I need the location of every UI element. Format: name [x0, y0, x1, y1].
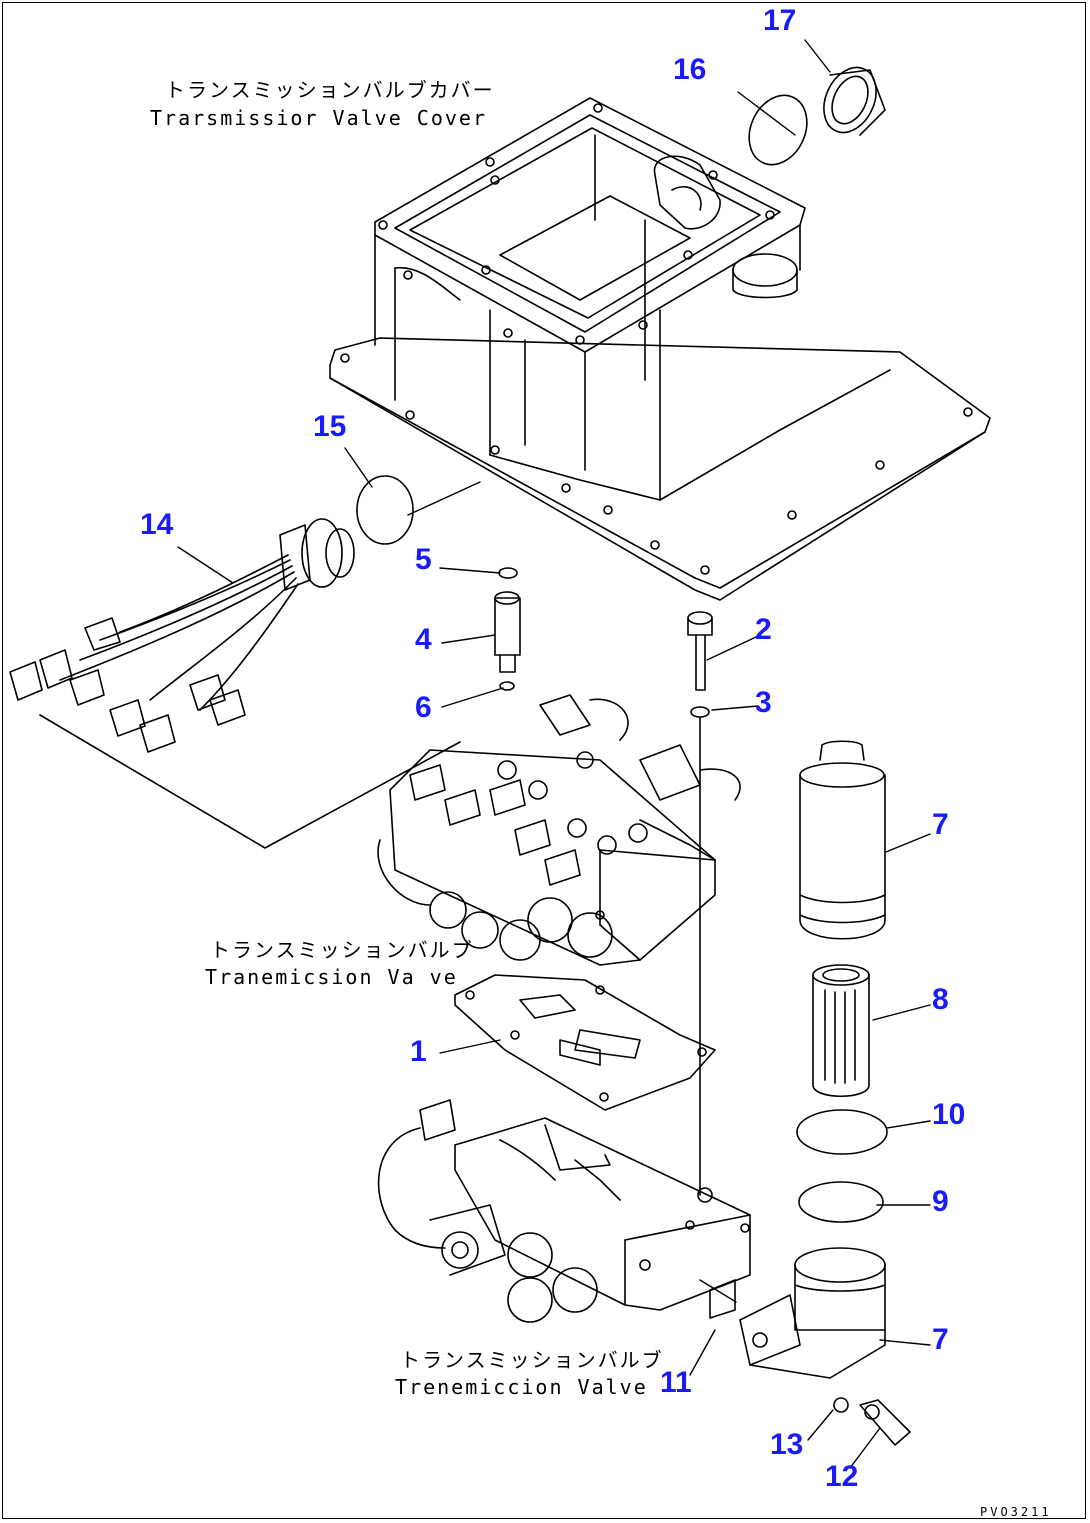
callout-6: 6 — [415, 691, 432, 724]
upper-valve-label-en: Tranemicsion Va ve — [205, 965, 458, 989]
oil-filter-assembly — [739, 740, 911, 1446]
callout-3: 3 — [755, 686, 772, 719]
lower-valve-label-en: Trenemiccion Valve — [395, 1375, 648, 1399]
callout-12: 12 — [825, 1460, 859, 1493]
callout-7-filter: 7 — [932, 808, 949, 841]
callout-17: 17 — [763, 4, 797, 37]
gasket — [454, 974, 716, 1111]
o-rings-top — [356, 66, 886, 545]
leader-lines — [177, 39, 931, 1469]
callout-2: 2 — [755, 613, 772, 646]
callout-16: 16 — [673, 53, 707, 86]
upper-valve-label-jp: トランスミッションバルブ — [210, 938, 474, 962]
small-parts-upper — [494, 567, 713, 1196]
callout-10: 10 — [932, 1098, 966, 1131]
callout-14: 14 — [140, 508, 174, 541]
callout-8: 8 — [932, 983, 949, 1016]
callout-15: 15 — [313, 410, 347, 443]
drawing-code: PVO3211 — [980, 1505, 1052, 1519]
lower-transmission-valve — [377, 1099, 751, 1323]
callout-4: 4 — [415, 623, 432, 656]
callout-1: 1 — [410, 1035, 427, 1068]
callout-5: 5 — [415, 543, 432, 576]
lower-valve-label-jp: トランスミッションバルブ — [400, 1348, 664, 1372]
upper-transmission-valve — [377, 694, 741, 966]
callout-13: 13 — [770, 1428, 804, 1461]
callout-11: 11 — [660, 1366, 692, 1399]
cover-label-en: Trarsmissior Valve Cover — [150, 106, 487, 130]
wiring-harness — [9, 518, 461, 849]
callout-7-case: 7 — [932, 1323, 949, 1356]
callout-9: 9 — [932, 1185, 949, 1218]
cover-label-jp: トランスミッションバルブカバー — [165, 78, 495, 102]
transmission-valve-cover — [329, 97, 991, 601]
